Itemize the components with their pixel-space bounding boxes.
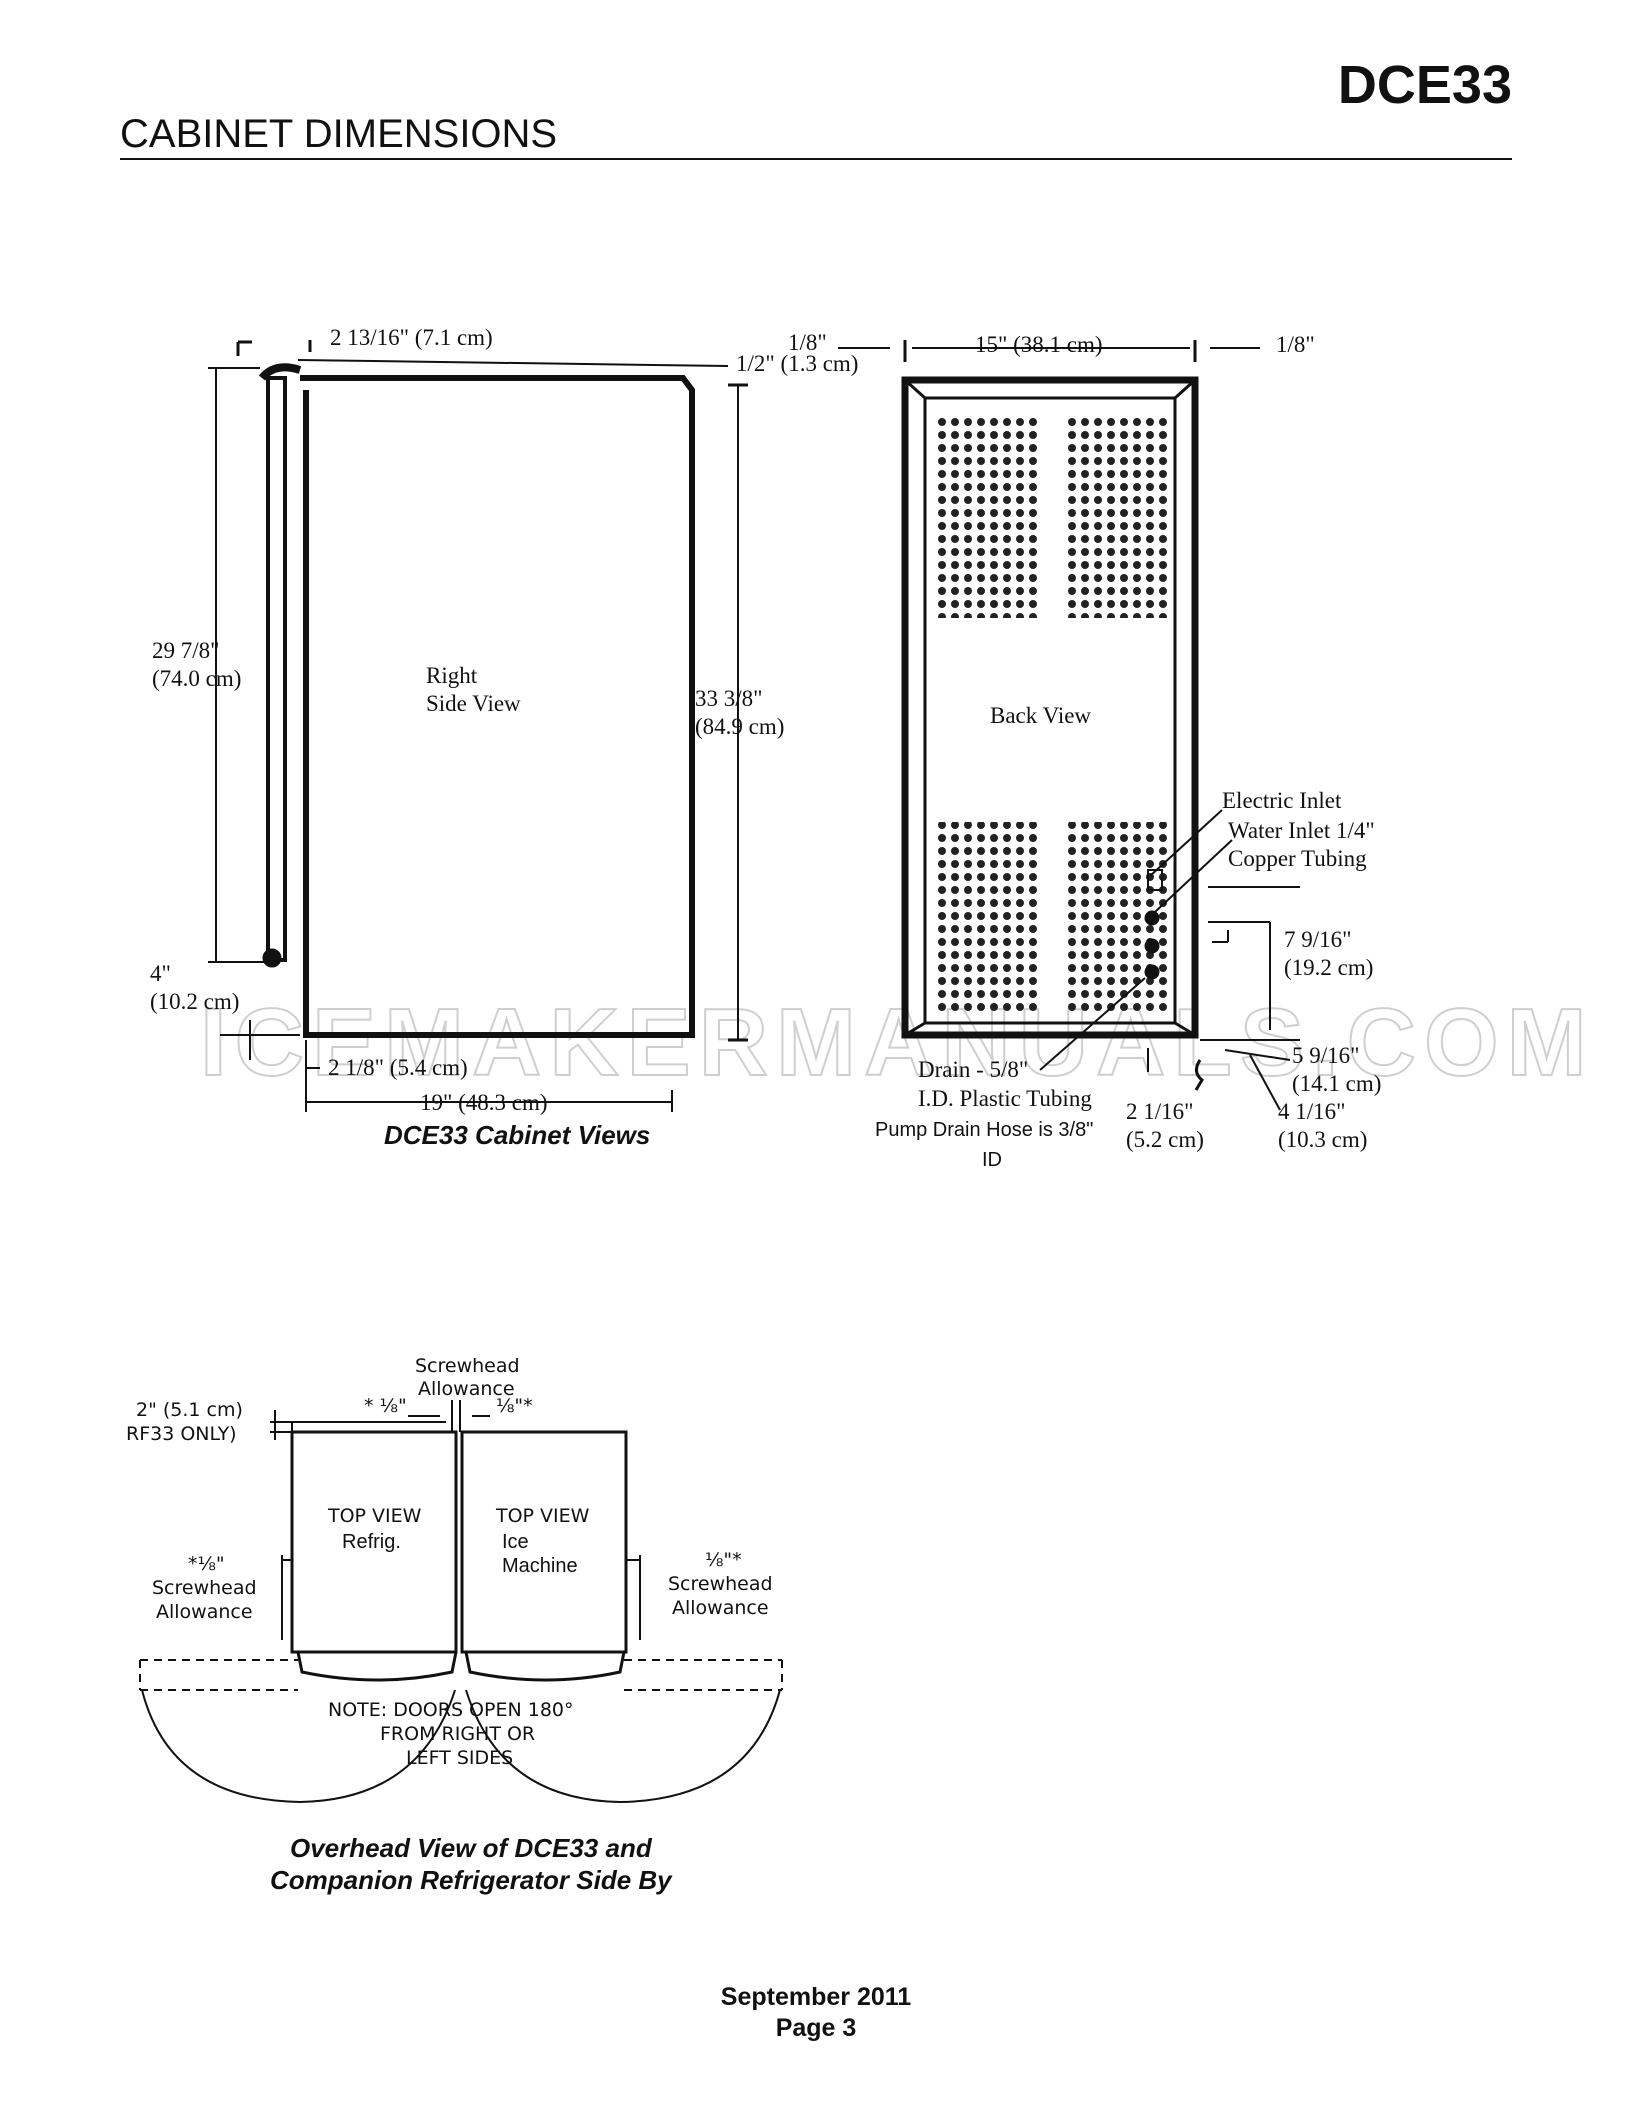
drain-label: Drain - 5/8" (918, 1057, 1028, 1082)
left-screwhead-label-2: Allowance (156, 1601, 253, 1623)
dim-rf33-2: RF33 ONLY) (126, 1423, 237, 1445)
doors-note: NOTE: DOORS OPEN 180° (328, 1699, 574, 1721)
right-eighth-mark: ⅛"* (705, 1549, 742, 1571)
right-side-view (208, 340, 748, 1112)
dim-b-in: 5 9/16" (1292, 1043, 1360, 1068)
doors-note-3: LEFT SIDES (406, 1747, 513, 1769)
dim-c-in: 2 1/16" (1126, 1099, 1194, 1124)
water-inlet-label-2: Copper Tubing (1228, 846, 1367, 871)
screwhead-top-label-2: Allowance (418, 1378, 515, 1400)
dim-base-cm: (10.2 cm) (150, 989, 239, 1014)
dim-total-height-in: 33 3/8" (695, 686, 763, 711)
dim-top-offset: 1/2" (1.3 cm) (736, 351, 858, 376)
eighth-right-mark: ⅛"* (496, 1395, 533, 1417)
pump-drain-note-2: ID (982, 1149, 1002, 1171)
dim-top-depth: 2 13/16" (7.1 cm) (330, 325, 493, 350)
eighth-left-mark: * ⅛" (364, 1395, 407, 1417)
dim-total-height-cm: (84.9 cm) (695, 714, 784, 739)
dim-back-right: 1/8" (1276, 332, 1315, 357)
dim-door-height-cm: (74.0 cm) (152, 666, 241, 691)
back-view (838, 340, 1300, 1111)
overhead-caption-2: Companion Refrigerator Side By (270, 1865, 673, 1895)
dim-a-in: 7 9/16" (1284, 927, 1352, 952)
dim-back-width: 15" (38.1 cm) (975, 332, 1103, 357)
screwhead-top-label: Screwhead (415, 1355, 520, 1377)
side-view-label-2: Side View (426, 691, 521, 716)
dim-d-cm: (10.3 cm) (1278, 1127, 1367, 1152)
model-title: DCE33 (1337, 55, 1512, 115)
left-eighth-mark: *⅛" (188, 1553, 225, 1575)
ice-top-view-label: TOP VIEW (495, 1505, 590, 1527)
watermark: ICEMAKERMANUALS.COM (200, 989, 1595, 1096)
electric-inlet-label: Electric Inlet (1222, 788, 1342, 813)
right-screwhead-label: Screwhead (668, 1573, 773, 1595)
dim-door-height-in: 29 7/8" (152, 638, 220, 663)
side-view-label: Right (426, 663, 478, 688)
overhead-view (139, 1400, 783, 1804)
back-view-label: Back View (990, 703, 1091, 728)
dim-d-in: 4 1/16" (1278, 1099, 1346, 1124)
water-inlet-label: Water Inlet 1/4" (1228, 818, 1375, 843)
dim-c-cm: (5.2 cm) (1126, 1127, 1204, 1152)
dim-a-cm: (19.2 cm) (1284, 955, 1373, 980)
machine-label: Machine (502, 1555, 578, 1577)
cabinet-views-caption: DCE33 Cabinet Views (384, 1120, 650, 1150)
overhead-caption: Overhead View of DCE33 and (290, 1833, 653, 1863)
dim-back-left: 1/8" (788, 330, 827, 355)
footer-page: Page 3 (775, 2014, 857, 2042)
pump-drain-note: Pump Drain Hose is 3/8" (875, 1119, 1093, 1141)
right-screwhead-label-2: Allowance (672, 1597, 769, 1619)
drain-label-2: I.D. Plastic Tubing (918, 1086, 1092, 1111)
dim-base-in: 4" (150, 961, 171, 986)
dim-b-cm: (14.1 cm) (1292, 1071, 1381, 1096)
left-screwhead-label: Screwhead (152, 1577, 257, 1599)
header-rule (120, 158, 1512, 160)
dim-rf33: 2" (5.1 cm) (136, 1399, 243, 1421)
footer-date: September 2011 (720, 1983, 912, 2011)
doors-note-2: FROM RIGHT OR (380, 1723, 535, 1745)
refrig-top-view-label: TOP VIEW (327, 1505, 422, 1527)
ice-label: Ice (502, 1531, 529, 1553)
dim-bottom-small: 2 1/8" (5.4 cm) (328, 1055, 468, 1080)
section-title: CABINET DIMENSIONS (120, 112, 558, 156)
refrig-label: Refrig. (342, 1531, 401, 1553)
dim-bottom-total: 19" (48.3 cm) (420, 1090, 548, 1115)
